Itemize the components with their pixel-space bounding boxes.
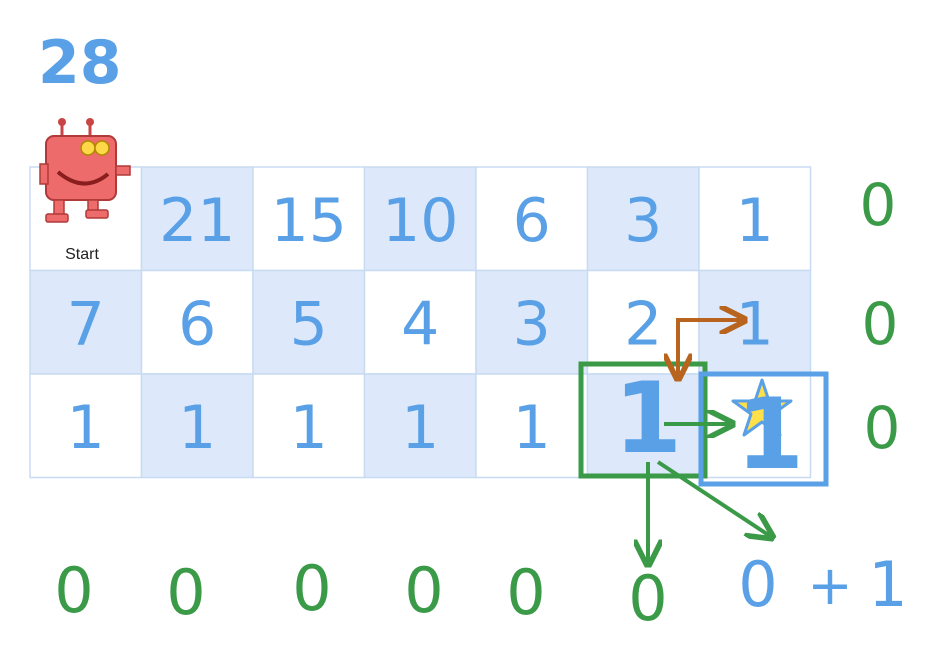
cell-value: 7 (67, 289, 105, 359)
bottom-addend: 1 (868, 548, 907, 621)
right-zero: 0 (862, 290, 899, 358)
bottom-zero: 0 (506, 556, 545, 629)
bottom-zero: 0 (54, 554, 93, 627)
grid-cell (363, 373, 477, 479)
cell-value: 1 (290, 393, 328, 463)
grid-cell (140, 166, 254, 272)
highlight-box-blue (698, 371, 829, 487)
grid-cell (29, 269, 143, 375)
cell-value: 15 (271, 186, 347, 256)
grid-cell (475, 269, 589, 375)
emphasized-one: 1 (614, 362, 682, 476)
highlight-box-green (578, 361, 708, 479)
cell-value: 3 (513, 289, 551, 359)
cell-value: 1 (401, 393, 439, 463)
cell-value: 4 (401, 289, 439, 359)
star-icon (731, 378, 793, 437)
cell-value: 6 (178, 289, 216, 359)
bottom-zero: 0 (404, 554, 443, 627)
grid-cell (698, 269, 812, 375)
right-zero: 0 (864, 394, 901, 462)
bottom-zero: 0 (628, 562, 667, 635)
cell-value: 10 (382, 186, 458, 256)
grid-cell (252, 373, 366, 479)
cell-value: 6 (513, 186, 551, 256)
plus-sign: + (807, 554, 852, 617)
arrow-diagonal-to-zero (656, 460, 770, 536)
grid-cell (363, 166, 477, 272)
start-label: Start (65, 246, 99, 263)
bottom-last-zero: 0 (738, 548, 777, 621)
total-count: 28 (38, 28, 122, 98)
cell-value: 1 (178, 393, 216, 463)
grid-cell (252, 269, 366, 375)
cell-value: 21 (159, 186, 235, 256)
cell-value: 1 (67, 393, 105, 463)
cell-value: 1 (513, 393, 551, 463)
grid-cell (475, 373, 589, 479)
grid-cell (140, 373, 254, 479)
cell-value: 5 (290, 289, 328, 359)
cell-value: 2 (624, 289, 662, 359)
right-zero: 0 (860, 171, 897, 239)
cell-value: 1 (736, 289, 774, 359)
cell-value: 1 (736, 186, 774, 256)
emphasized-one: 1 (736, 378, 804, 492)
robot-icon (39, 118, 131, 223)
bottom-zero: 0 (166, 556, 205, 629)
cell-value: 3 (624, 186, 662, 256)
grid-cell (586, 166, 700, 272)
grid-cell (252, 166, 366, 272)
bottom-zero: 0 (292, 552, 331, 625)
